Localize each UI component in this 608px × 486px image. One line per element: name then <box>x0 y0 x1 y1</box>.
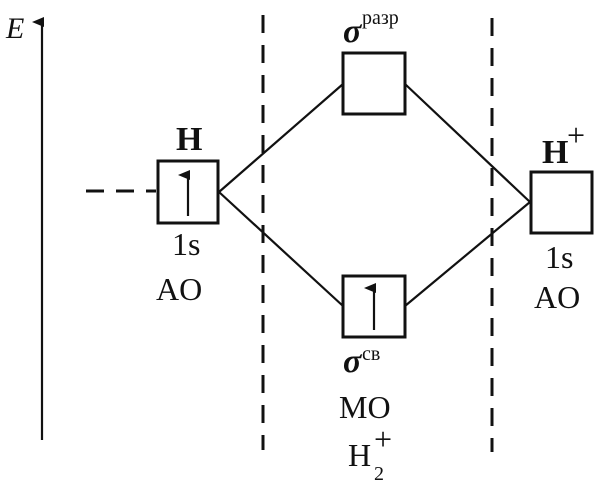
molecule-subscript: 2 <box>374 463 384 485</box>
antibonding-superscript: разр <box>362 7 399 29</box>
right-atom-symbol: H <box>542 134 568 171</box>
right-atom-orbital-name: 1s <box>545 239 573 275</box>
right-atom-charge: + <box>567 117 585 153</box>
left-atom-symbol: H <box>176 121 202 158</box>
left-atom-orbital-name: 1s <box>172 226 200 262</box>
molecule-orbital-type: MO <box>339 389 391 425</box>
right-atom-orbital-type: AO <box>534 279 580 315</box>
energy-axis-label: E <box>5 12 24 45</box>
bonding-superscript: св <box>362 343 380 365</box>
molecule-symbol: H <box>348 437 371 473</box>
connector-antibonding-to-hplus <box>404 83 531 203</box>
antibonding-orbital-box <box>341 51 407 116</box>
left-atom-orbital-type: AO <box>156 271 202 307</box>
antibonding-sigma-symbol: σ <box>343 13 363 50</box>
connector-h-to-bonding <box>218 191 344 307</box>
connector-bonding-to-hplus <box>404 201 531 307</box>
connector-h-to-antibonding <box>218 83 344 193</box>
molecule-charge: + <box>374 421 392 457</box>
bonding-sigma-symbol: σ <box>343 343 363 380</box>
right-atom-1s-orbital-box <box>529 170 594 235</box>
